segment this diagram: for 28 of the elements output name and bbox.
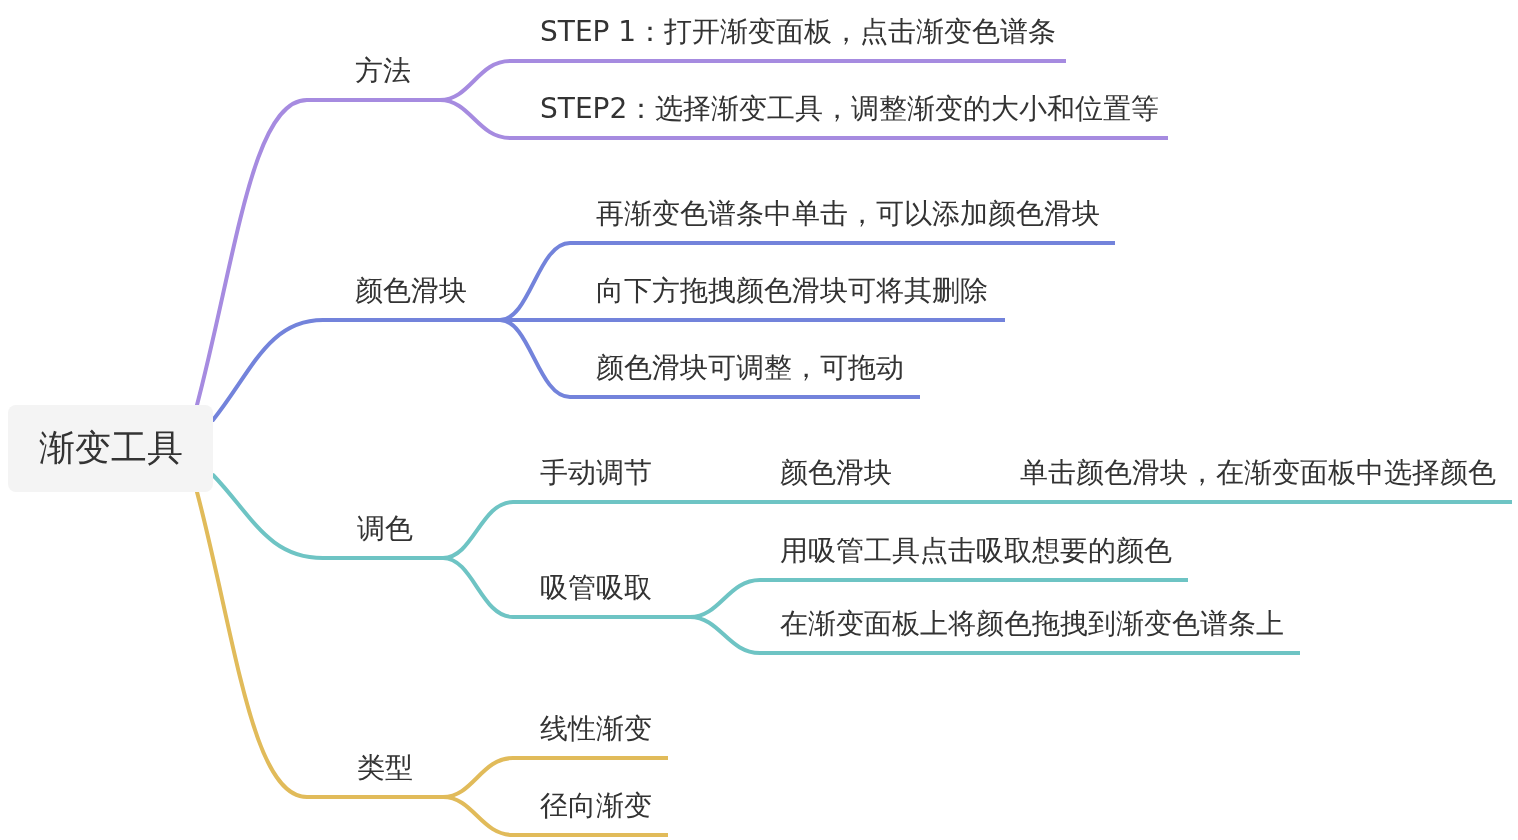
topic-label: 线性渐变 xyxy=(526,712,668,760)
topic-label: 调色 xyxy=(343,512,443,560)
central-topic: 渐变工具 xyxy=(8,405,213,492)
topic-label: 径向渐变 xyxy=(526,789,668,837)
branch-line xyxy=(738,500,768,504)
topic-label: 颜色滑块 xyxy=(341,274,500,322)
topic-label: STEP2：选择渐变工具，调整渐变的大小和位置等 xyxy=(526,92,1168,140)
topic-label: 用吸管工具点击吸取想要的颜色 xyxy=(766,534,1188,582)
topic-label: 方法 xyxy=(341,54,440,102)
branch-line xyxy=(211,318,343,422)
branch-line xyxy=(195,490,345,799)
topic-label: 类型 xyxy=(343,751,443,799)
branch-line xyxy=(988,500,1008,504)
branch-line xyxy=(688,615,768,655)
branch-line xyxy=(211,473,345,560)
branch-line xyxy=(441,556,528,619)
topic-label: STEP 1：打开渐变面板，点击渐变色谱条 xyxy=(526,15,1066,63)
topic-label: 颜色滑块可调整，可拖动 xyxy=(582,351,920,399)
branch-line xyxy=(195,98,343,407)
topic-label: 向下方拖拽颜色滑块可将其删除 xyxy=(582,274,1005,322)
topic-label: 手动调节 xyxy=(526,456,740,504)
branch-line xyxy=(438,98,528,140)
topic-label: 颜色滑块 xyxy=(766,456,990,504)
topic-label: 吸管吸取 xyxy=(526,571,690,619)
branch-line xyxy=(441,795,528,837)
topic-label: 在渐变面板上将颜色拖拽到渐变色谱条上 xyxy=(766,607,1300,655)
topic-label: 再渐变色谱条中单击，可以添加颜色滑块 xyxy=(582,197,1115,245)
topic-label: 单击颜色滑块，在渐变面板中选择颜色 xyxy=(1006,456,1512,504)
